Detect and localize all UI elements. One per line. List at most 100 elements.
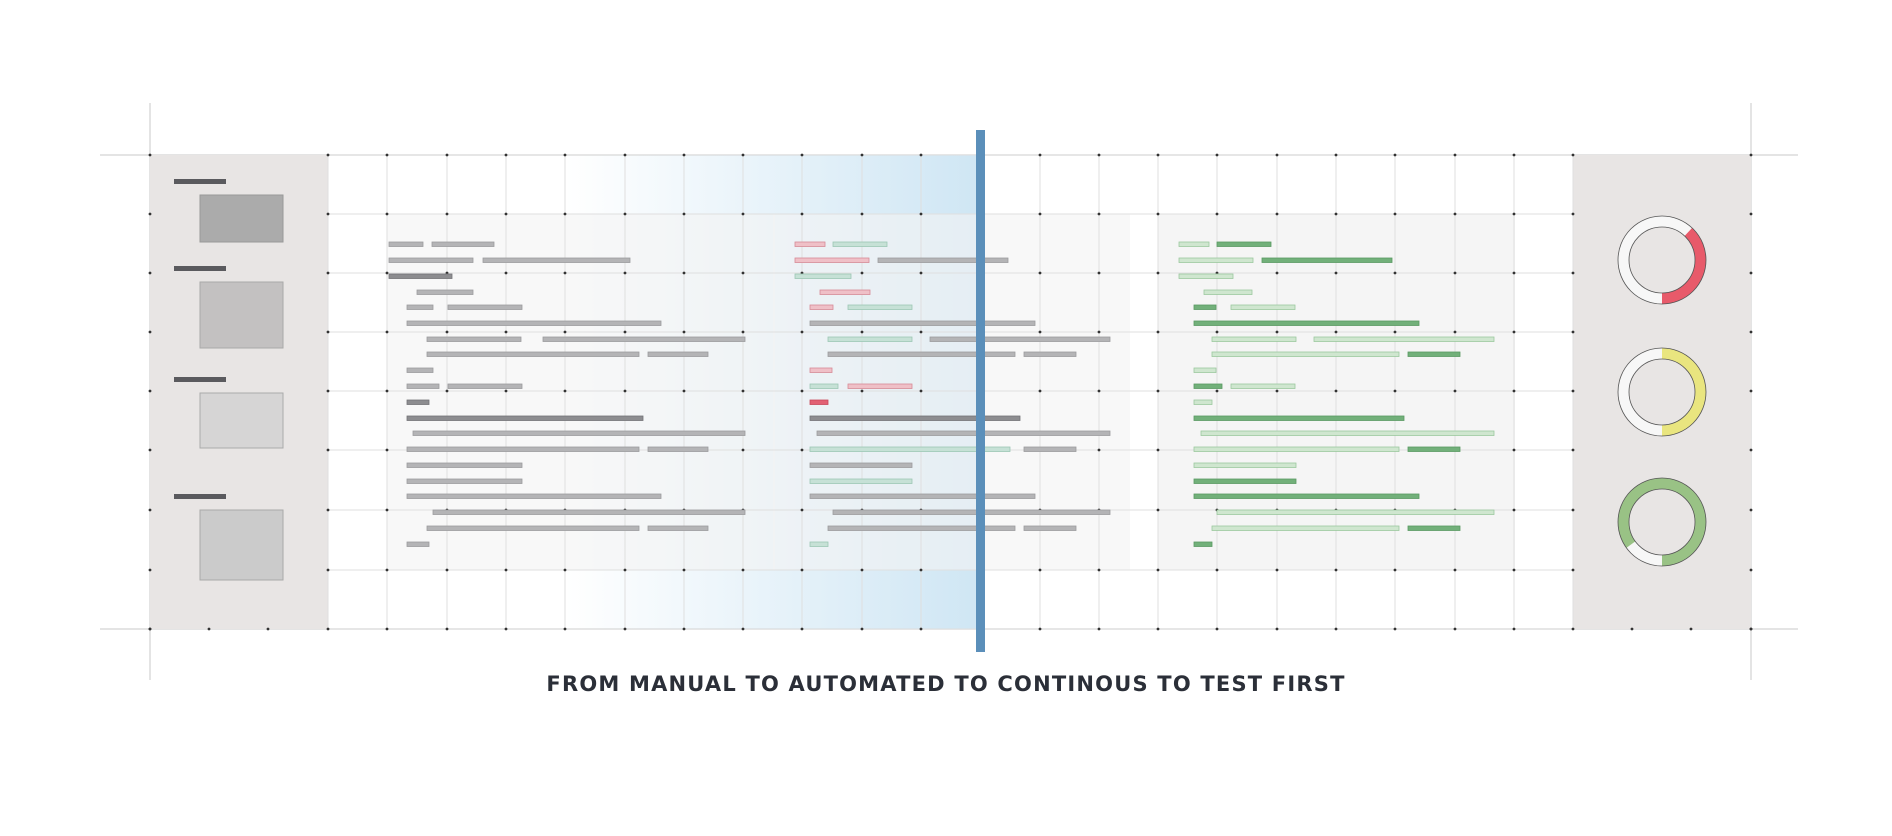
grid-dot-1-3 xyxy=(385,330,389,334)
grid-dot-15-1 xyxy=(1215,212,1219,216)
code-bar-76 xyxy=(1407,446,1461,452)
grid-dot-4-7 xyxy=(563,568,567,572)
grid-dot-10-2 xyxy=(919,271,923,275)
grid-dot-3-3 xyxy=(504,330,508,334)
panel-dot-l-5 xyxy=(148,448,152,452)
panel-dot-b-2 xyxy=(266,627,270,631)
panel-dot-l-3 xyxy=(148,330,152,334)
code-bar-13 xyxy=(406,367,434,373)
grid-dot-6-2 xyxy=(682,271,686,275)
grid-dot-2-4 xyxy=(445,389,449,393)
code-bar-16 xyxy=(406,399,430,405)
grid-dot-2-7 xyxy=(445,568,449,572)
grid-dot-7-4 xyxy=(741,389,745,393)
grid-dot-21-5 xyxy=(1571,448,1575,452)
grid-dot-20-0 xyxy=(1512,153,1516,157)
grid-dot-14-6 xyxy=(1156,508,1160,512)
grid-dot-15-7 xyxy=(1215,568,1219,572)
code-bar-18 xyxy=(412,430,746,436)
code-bar-29 xyxy=(832,241,888,247)
grid-dot-1-2 xyxy=(385,271,389,275)
automated-block xyxy=(773,214,1130,570)
grid-dot-21-7 xyxy=(1571,568,1575,572)
panel-dot-r-1 xyxy=(1749,212,1753,216)
grid-dot-7-8 xyxy=(741,627,745,631)
code-bar-9 xyxy=(426,336,522,342)
grid-dot-17-1 xyxy=(1334,212,1338,216)
code-bar-3 xyxy=(482,257,631,263)
diagram-caption: FROM MANUAL TO AUTOMATED TO CONTINOUS TO… xyxy=(546,672,1346,696)
code-bar-30 xyxy=(794,257,870,263)
grid-dot-13-8 xyxy=(1097,627,1101,631)
code-bar-51 xyxy=(809,493,1036,499)
grid-dot-4-0 xyxy=(563,153,567,157)
grid-dot-5-7 xyxy=(623,568,627,572)
grid-dot-21-4 xyxy=(1571,389,1575,393)
grid-dot-10-1 xyxy=(919,212,923,216)
grid-dot-14-0 xyxy=(1156,153,1160,157)
code-bar-67 xyxy=(1211,351,1400,357)
code-bar-12 xyxy=(647,351,709,357)
grid-dot-3-8 xyxy=(504,627,508,631)
grid-dot-0-7 xyxy=(326,568,330,572)
code-bar-68 xyxy=(1407,351,1461,357)
grid-dot-16-1 xyxy=(1275,212,1279,216)
grid-dot-12-8 xyxy=(1038,627,1042,631)
code-bar-43 xyxy=(847,383,913,389)
grid-dot-5-3 xyxy=(623,330,627,334)
grid-dot-14-5 xyxy=(1156,448,1160,452)
code-bar-73 xyxy=(1193,415,1405,421)
code-bar-42 xyxy=(809,383,839,389)
grid-dot-8-3 xyxy=(800,330,804,334)
code-bar-40 xyxy=(1023,351,1077,357)
code-bar-33 xyxy=(819,289,871,295)
grid-dot-17-0 xyxy=(1334,153,1338,157)
grid-dot-0-0 xyxy=(326,153,330,157)
thumbnail-4 xyxy=(199,509,284,581)
code-bar-69 xyxy=(1193,367,1217,373)
thumb-label-1 xyxy=(174,179,226,184)
code-bar-53 xyxy=(827,525,1016,531)
grid-dot-13-4 xyxy=(1097,389,1101,393)
grid-dot-7-3 xyxy=(741,330,745,334)
grid-dot-6-0 xyxy=(682,153,686,157)
code-bar-75 xyxy=(1193,446,1400,452)
code-bar-21 xyxy=(406,462,523,468)
code-bar-37 xyxy=(827,336,913,342)
grid-dot-3-1 xyxy=(504,212,508,216)
code-bar-7 xyxy=(447,304,523,310)
grid-dot-0-6 xyxy=(326,508,330,512)
grid-dot-12-3 xyxy=(1038,330,1042,334)
code-bar-8 xyxy=(406,320,662,326)
grid-dot-1-6 xyxy=(385,508,389,512)
code-bar-66 xyxy=(1313,336,1495,342)
grid-dot-12-1 xyxy=(1038,212,1042,216)
panel-dot-r-5 xyxy=(1749,448,1753,452)
code-bar-11 xyxy=(426,351,640,357)
grid-dot-5-8 xyxy=(623,627,627,631)
grid-dot-3-4 xyxy=(504,389,508,393)
grid-dot-19-0 xyxy=(1453,153,1457,157)
code-bar-77 xyxy=(1193,462,1297,468)
code-bar-82 xyxy=(1407,525,1461,531)
thumb-label-4 xyxy=(174,494,226,499)
grid-dot-14-4 xyxy=(1156,389,1160,393)
grid-dot-12-4 xyxy=(1038,389,1042,393)
code-bar-39 xyxy=(827,351,1016,357)
panel-dot-r-3 xyxy=(1749,330,1753,334)
grid-dot-20-8 xyxy=(1512,627,1516,631)
grid-dot-0-3 xyxy=(326,330,330,334)
panel-dot-b-3 xyxy=(1630,627,1634,631)
grid-dot-14-8 xyxy=(1156,627,1160,631)
panel-dot-r-0 xyxy=(1749,153,1753,157)
code-bar-50 xyxy=(809,478,913,484)
progress-divider xyxy=(976,130,985,652)
code-bar-62 xyxy=(1193,304,1217,310)
grid-dot-15-3 xyxy=(1215,330,1219,334)
green-gauge-fill xyxy=(1618,478,1706,566)
grid-dot-8-0 xyxy=(800,153,804,157)
grid-dot-9-7 xyxy=(860,568,864,572)
grid-dot-19-3 xyxy=(1453,330,1457,334)
grid-dot-16-0 xyxy=(1275,153,1279,157)
